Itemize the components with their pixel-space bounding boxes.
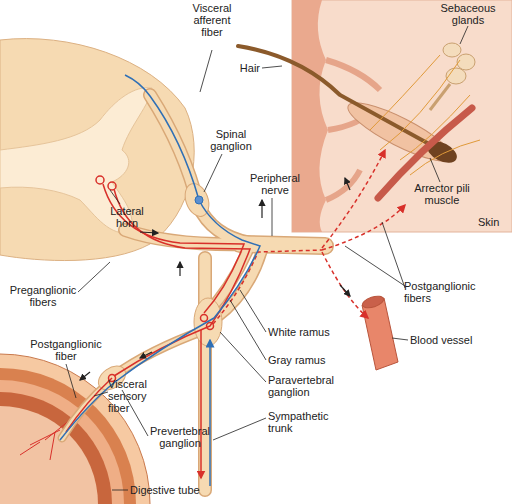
postganglionic-fiber: [322, 205, 405, 250]
leader-line: [200, 50, 212, 92]
epidermis: [292, 0, 328, 232]
splanchnic-nerve: [115, 330, 205, 375]
part-label: Sebaceous glands: [436, 2, 500, 26]
part-label: Arrector pili muscle: [404, 182, 480, 206]
part-label: Sympathetic trunk: [268, 410, 348, 434]
spinal-cord: [0, 39, 194, 261]
part-label: Blood vessel: [410, 334, 490, 346]
part-label: Gray ramus: [268, 354, 358, 366]
leader-line: [78, 262, 110, 292]
part-label: Preganglionic fibers: [3, 284, 83, 308]
flow-arrow: [261, 200, 262, 218]
sebaceous-gland: [443, 43, 461, 57]
trunk: [200, 258, 211, 490]
dorsal-root: [150, 95, 250, 243]
part-label: Postganglionic fiber: [24, 338, 108, 362]
leader-line: [382, 222, 405, 288]
postganglionic-fiber: [213, 250, 322, 324]
part-label: Hair: [222, 62, 260, 74]
splanchnic-nerve: [115, 330, 205, 375]
part-label: Lateral horn: [104, 205, 150, 229]
sebaceous-gland: [457, 54, 475, 70]
leader-line: [392, 338, 408, 340]
postganglionic-fiber: [322, 150, 385, 248]
gray-matter: [0, 88, 152, 233]
leader-line: [110, 190, 120, 204]
leader-line: [240, 290, 266, 332]
dorsal-root: [150, 95, 250, 243]
leader-line: [262, 66, 282, 68]
leader-line: [213, 418, 266, 440]
part-label: Postganglionic fibers: [404, 280, 488, 304]
flow-arrow: [140, 352, 152, 358]
flow-arrow: [179, 262, 180, 276]
ventral-root: [125, 230, 250, 244]
vessel-lumen: [361, 294, 385, 310]
part-label: Spinal ganglion: [204, 128, 258, 152]
flow-arrow: [345, 178, 350, 190]
part-label: Visceral sensory fiber: [108, 378, 158, 414]
neuron-body: [207, 323, 214, 330]
leader-line: [272, 198, 273, 236]
part-label: Digestive tube: [130, 484, 220, 496]
part-label: Paravertebral ganglion: [268, 374, 352, 398]
leader-line: [220, 332, 266, 382]
postganglionic-fiber: [322, 252, 368, 318]
nerve-endings: [370, 55, 480, 175]
gut-wall: [0, 354, 150, 504]
trunk-fiber: [209, 340, 211, 486]
neuron-body: [201, 315, 208, 322]
leader-line: [345, 246, 405, 286]
leader-line: [230, 300, 266, 360]
gut-submucosa: [0, 392, 112, 504]
leader-line: [430, 158, 440, 182]
hair-shaft: [238, 46, 440, 150]
neuron-body: [195, 196, 203, 204]
part-label: Prevertebral ganglion: [138, 425, 222, 449]
leader-lines: [66, 26, 468, 490]
blood-vessel: [362, 298, 398, 370]
neuron-body: [108, 182, 116, 190]
leader-line: [94, 392, 108, 396]
flow-arrow: [80, 372, 90, 380]
leader-line: [204, 154, 222, 192]
part-label: Skin: [478, 216, 510, 228]
leader-line: [66, 364, 76, 398]
trunk: [198, 258, 212, 490]
leader-line: [112, 490, 128, 491]
skin-block: [292, 0, 512, 232]
part-label: Peripheral nerve: [244, 172, 306, 196]
gut-mucosa: [0, 406, 98, 504]
leader-line: [460, 26, 468, 44]
flow-arrow: [340, 285, 350, 296]
gut-muscle: [0, 380, 124, 504]
afferent-fiber: [60, 75, 260, 440]
flow-arrow: [140, 232, 158, 233]
part-label: Visceral afferent fiber: [186, 2, 238, 38]
part-label: White ramus: [268, 326, 358, 338]
trunk-fiber: [200, 330, 202, 478]
neuron-body: [96, 176, 104, 184]
